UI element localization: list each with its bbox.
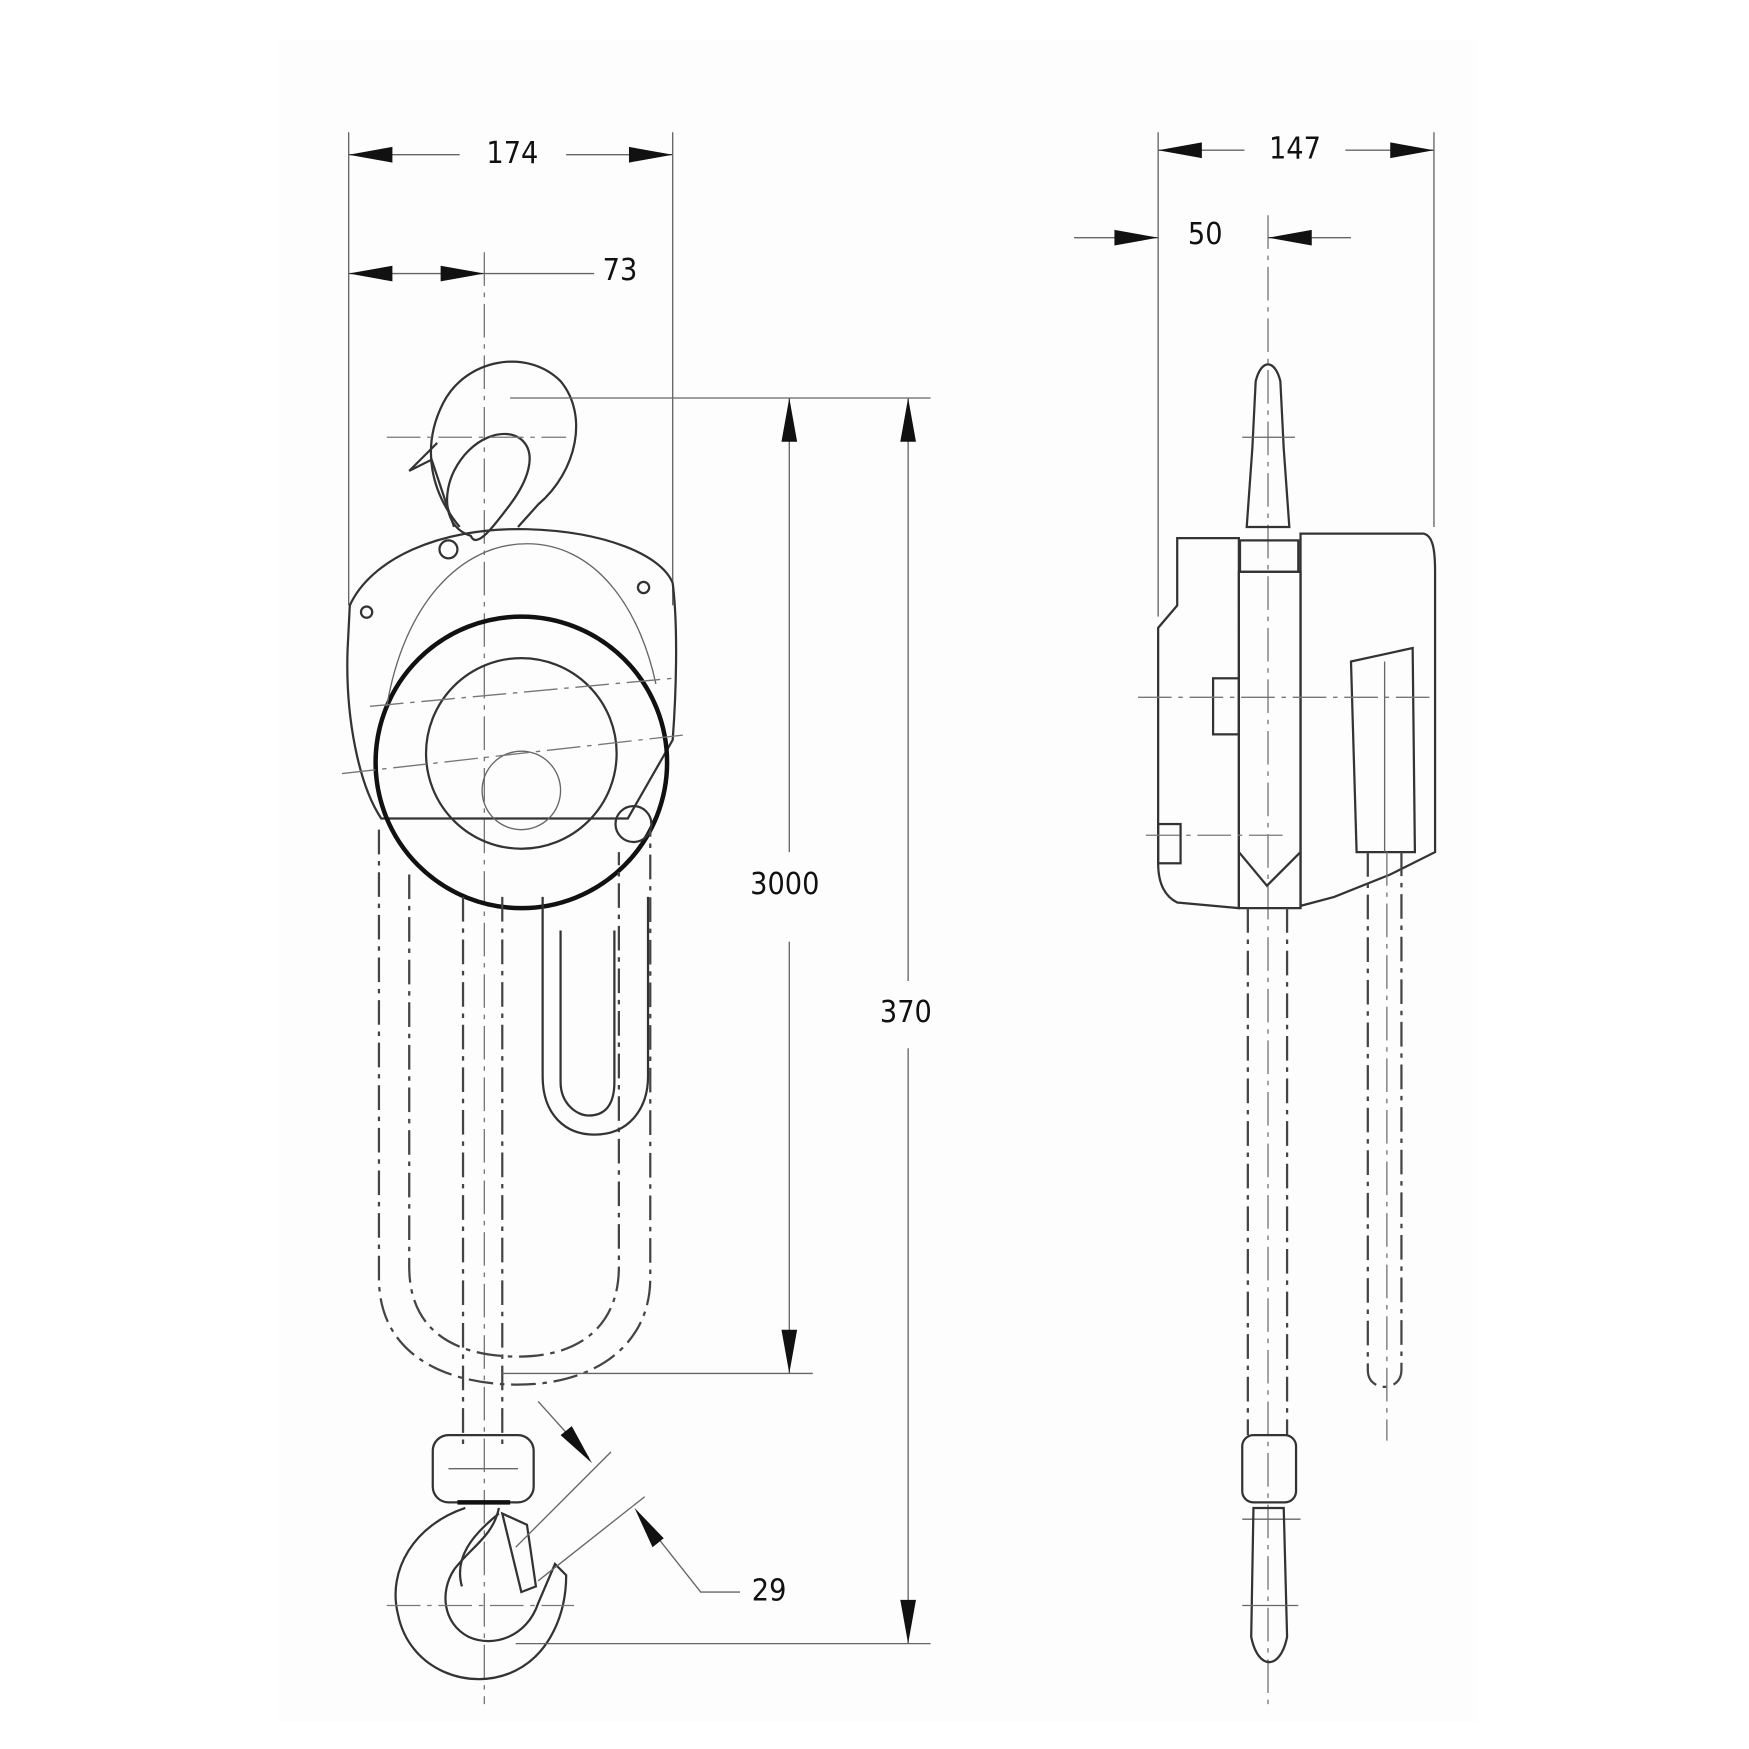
load-chain	[461, 896, 504, 1447]
dimension-label-hook-offset: 73	[603, 253, 638, 288]
dimension-147: 147	[1158, 132, 1434, 167]
dimension-label-headroom: 370	[880, 995, 932, 1030]
top-hook	[386, 360, 578, 542]
side-view: 147 50	[1074, 132, 1437, 1710]
bottom-hook	[386, 1433, 575, 1681]
dimension-3000: 3000	[502, 397, 931, 1375]
screw-icon	[636, 580, 651, 595]
side-body	[1137, 532, 1437, 910]
hand-chain	[377, 829, 652, 1386]
dimension-label-side-offset: 50	[1188, 217, 1223, 252]
dimension-label-width: 174	[486, 136, 538, 171]
dimension-73: 73	[348, 253, 638, 288]
front-view: 174 73	[341, 132, 932, 1705]
dimension-50: 50	[1074, 217, 1351, 252]
dimension-label-depth: 147	[1269, 132, 1321, 167]
side-bottom-hook	[1241, 1433, 1301, 1664]
dimension-label-lift-height: 3000	[750, 867, 819, 902]
dimension-370: 370	[515, 398, 932, 1645]
dimension-29: 29	[515, 1400, 787, 1609]
hoist-body	[341, 528, 690, 911]
dimension-174: 174	[348, 136, 673, 171]
side-hand-chain	[1366, 852, 1403, 1441]
drawing-frame	[278, 40, 1478, 1723]
dimension-label-hook-opening: 29	[752, 1574, 787, 1609]
screw-icon	[359, 605, 374, 619]
side-load-chain	[1246, 908, 1289, 1436]
